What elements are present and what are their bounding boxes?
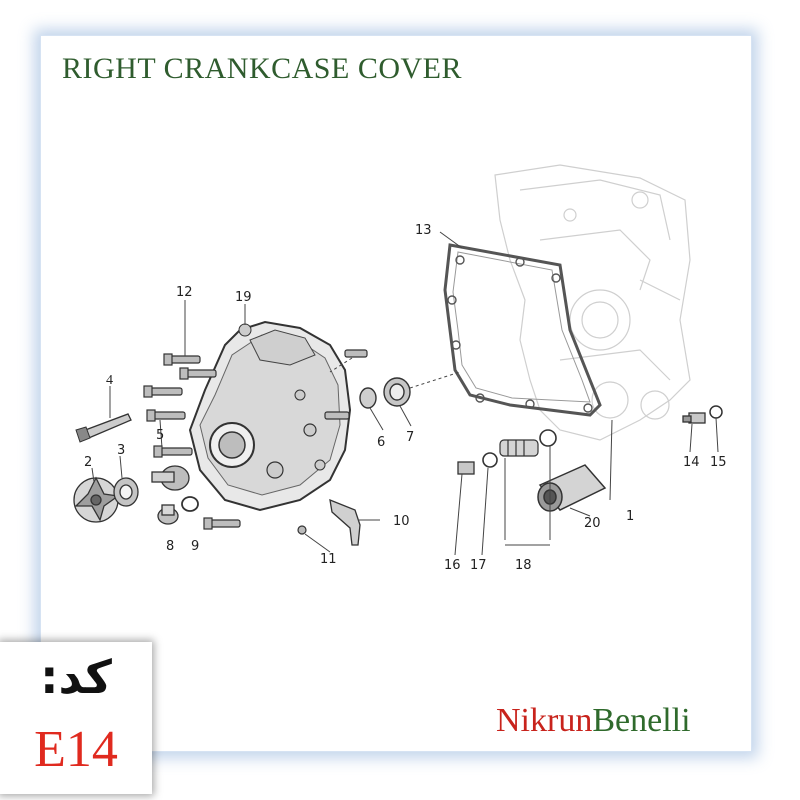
impeller [73, 476, 120, 523]
bracket [329, 498, 361, 546]
pump-shaft [75, 413, 132, 443]
page-title: RIGHT CRANKCASE COVER [62, 52, 462, 85]
code-box: کد: E14 [0, 642, 152, 794]
screw [297, 525, 307, 535]
crankcase-cover [188, 320, 352, 512]
sensor [682, 412, 706, 424]
callout-1: 1 [626, 509, 634, 524]
callout-2: 2 [84, 455, 92, 470]
sensor-washer [709, 405, 723, 419]
callout-5: 5 [156, 428, 164, 443]
callout-4: 4 [106, 373, 113, 388]
bearing [383, 377, 411, 407]
callout-8: 8 [166, 539, 174, 554]
callout-19: 19 [235, 290, 252, 305]
callout-3: 3 [117, 443, 125, 458]
o-ring [181, 496, 199, 512]
code-value: E14 [34, 721, 118, 778]
mechanical-seal [113, 477, 139, 507]
callout-9: 9 [191, 539, 199, 554]
leader-lines [91, 231, 719, 556]
callout-16: 16 [444, 558, 461, 573]
pump-gear [151, 465, 190, 491]
brand-logo: NikrunBenelli [496, 702, 691, 740]
filter-spring [499, 439, 539, 457]
engine-block [494, 164, 691, 441]
callout-6: 6 [377, 435, 385, 450]
code-label: کد: [40, 650, 112, 704]
callout-18: 18 [515, 558, 532, 573]
cover-bolts [143, 349, 368, 530]
callout-15: 15 [710, 455, 727, 470]
drain-plug [157, 504, 179, 525]
callout-10: 10 [393, 514, 410, 529]
callout-14: 14 [683, 455, 700, 470]
callout-12: 12 [176, 285, 193, 300]
oil-seal [359, 387, 377, 409]
callout-7: 7 [406, 430, 414, 445]
filter-o-ring [482, 452, 498, 468]
brand-part-2: Benelli [592, 702, 691, 739]
gasket [443, 243, 602, 417]
brand-part-1: Nikrun [496, 702, 593, 739]
oil-filter [537, 464, 607, 512]
callout-20: 20 [584, 516, 601, 531]
callout-13: 13 [415, 223, 432, 238]
callout-labels: 1 2 3 4 5 6 7 8 9 10 11 12 13 14 15 16 1… [84, 223, 727, 573]
callout-17: 17 [470, 558, 487, 573]
filter-plug [457, 461, 475, 475]
callout-11: 11 [320, 552, 337, 567]
